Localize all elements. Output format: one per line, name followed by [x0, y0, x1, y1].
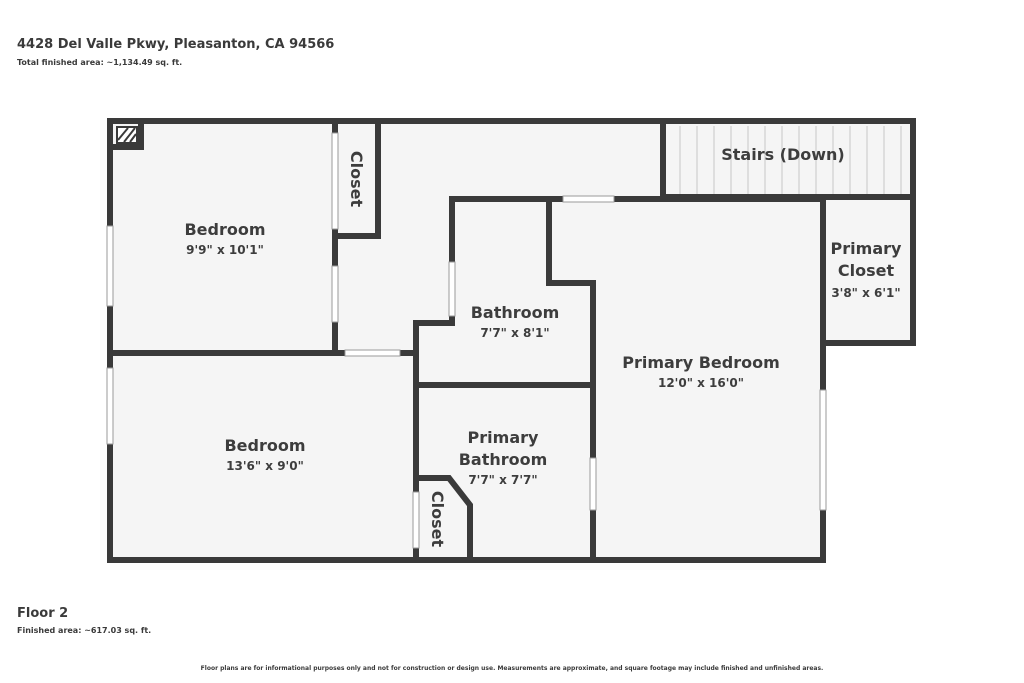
- primary-closet-name-line2: Closet: [838, 261, 895, 280]
- primary-closet-dims: 3'8" x 6'1": [831, 286, 900, 300]
- bathroom-dims: 7'7" x 8'1": [480, 326, 549, 340]
- floor-name: Floor 2: [17, 606, 69, 621]
- bedroom1-name: Bedroom: [184, 220, 265, 239]
- bedroom2-name: Bedroom: [224, 436, 305, 455]
- primary-bedroom-dims: 12'0" x 16'0": [658, 376, 744, 390]
- primary-bathroom-name-line1: Primary: [468, 428, 539, 447]
- property-address: 4428 Del Valle Pkwy, Pleasanton, CA 9456…: [17, 37, 335, 52]
- bedroom1-dims: 9'9" x 10'1": [186, 243, 264, 257]
- closet1-name: Closet: [347, 151, 366, 208]
- chimney-icon: [116, 126, 138, 144]
- total-finished-area: Total finished area: ~1,134.49 sq. ft.: [17, 58, 183, 67]
- stairs-treads: [679, 126, 902, 194]
- primary-bedroom-name: Primary Bedroom: [622, 353, 780, 372]
- closet2-name: Closet: [428, 491, 447, 548]
- stairs-name: Stairs (Down): [721, 145, 845, 164]
- bathroom-name: Bathroom: [471, 303, 560, 322]
- walls: [107, 118, 916, 563]
- disclaimer: Floor plans are for informational purpos…: [200, 665, 824, 672]
- windows: [106, 195, 827, 511]
- floor-fill: [110, 121, 913, 560]
- primary-closet-name-line1: Primary: [831, 239, 902, 258]
- primary-bathroom-name-line2: Bathroom: [459, 450, 548, 469]
- bedroom2-dims: 13'6" x 9'0": [226, 459, 304, 473]
- door-openings: [331, 132, 597, 549]
- floor-finished-area: Finished area: ~617.03 sq. ft.: [17, 626, 152, 635]
- primary-bathroom-dims: 7'7" x 7'7": [468, 473, 537, 487]
